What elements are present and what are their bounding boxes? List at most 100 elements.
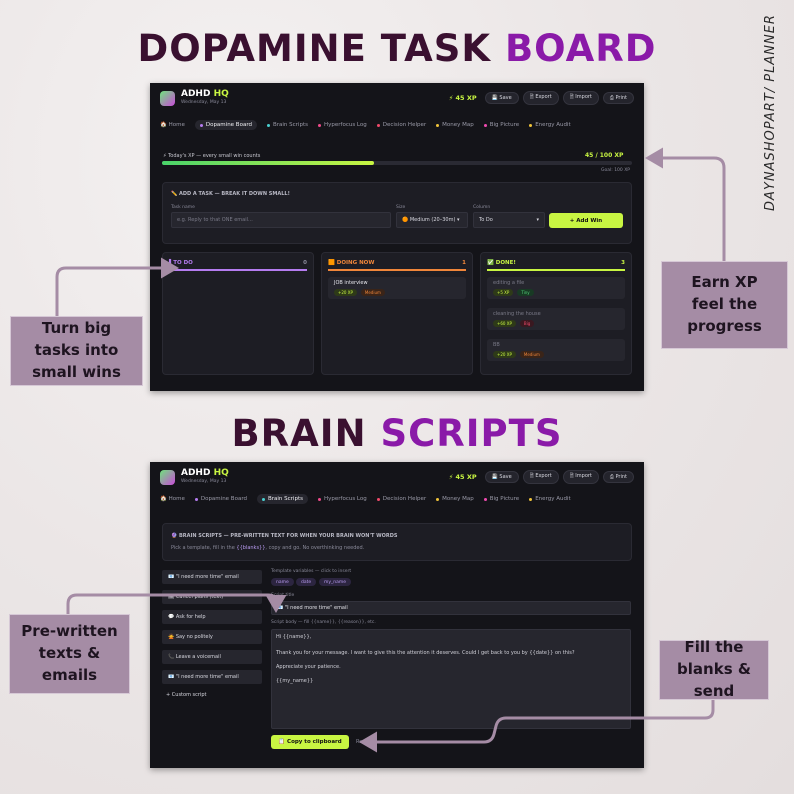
tab-decision-helper[interactable]: Decision Helper	[376, 496, 426, 502]
custom-script-button[interactable]: + Custom script	[166, 692, 207, 698]
tab-dot-icon	[529, 497, 533, 501]
xp-chip: +60 XP	[493, 320, 516, 327]
save-button[interactable]: 💾 Save	[484, 92, 519, 104]
tab-energy-audit[interactable]: Energy Audit	[529, 496, 571, 502]
tab-home[interactable]: 🏠 Home	[160, 122, 185, 128]
callout-small-wins: Turn big tasks into small wins	[10, 316, 143, 386]
column-select[interactable]: To Do▾	[473, 212, 545, 228]
var-chip[interactable]: date	[296, 578, 317, 586]
column-divider	[328, 269, 466, 271]
size-chip: Medium	[519, 351, 544, 358]
tab-brain-scripts[interactable]: Brain Scripts	[256, 494, 308, 504]
tab-money-map[interactable]: Money Map	[436, 496, 474, 502]
template-item[interactable]: 📧 "I need more time" email	[162, 570, 262, 584]
tab-dopamine-board[interactable]: Dopamine Board	[194, 120, 257, 130]
column-label: Column	[473, 205, 491, 210]
script-body-label: Script body — fill {{name}}, {{reason}},…	[271, 620, 376, 625]
xp-chip: +20 XP	[334, 289, 357, 296]
tab-dot-icon	[317, 497, 321, 501]
template-item[interactable]: 📧 "I need more time" email	[162, 670, 262, 684]
xp-progress-track	[162, 161, 632, 165]
column-divider	[487, 269, 625, 271]
body-line: Thank you for your message. I want to gi…	[276, 650, 575, 656]
app-topbar: ADHD HQ Wednesday, May 13 ⚡ 45 XP 💾 Save…	[150, 462, 644, 492]
task-name-input[interactable]: e.g. Reply to that ONE email...	[171, 212, 391, 228]
tab-brain-scripts[interactable]: Brain Scripts	[266, 122, 308, 128]
callout-prewritten: Pre-written texts & emails	[9, 614, 130, 694]
brain-scripts-heading: BRAIN SCRIPTS	[231, 412, 563, 455]
app-logo-icon	[160, 90, 175, 106]
callout-earn-xp: Earn XP feel the progress	[661, 261, 788, 349]
size-select[interactable]: 🟠 Medium (20–30m) ▾	[396, 212, 468, 228]
column-title: ▌TO DO	[169, 260, 193, 266]
export-button[interactable]: 🗎 Export	[522, 91, 559, 105]
tab-big-picture[interactable]: Big Picture	[483, 122, 519, 128]
tab-hyperfocus-log[interactable]: Hyperfocus Log	[317, 496, 367, 502]
tab-big-picture[interactable]: Big Picture	[483, 496, 519, 502]
tab-dot-icon	[266, 123, 270, 127]
xp-chip: +20 XP	[493, 351, 516, 358]
print-button[interactable]: ⎙ Print	[602, 92, 634, 104]
tab-dot-icon	[199, 123, 203, 127]
var-chip[interactable]: my_name	[319, 578, 352, 586]
template-item[interactable]: 🗓 Cancel plans (text)	[162, 590, 262, 604]
tab-money-map[interactable]: Money Map	[436, 122, 474, 128]
nav-tabs: 🏠 Home Dopamine Board Brain Scripts Hype…	[160, 493, 634, 505]
app-logo-icon	[160, 469, 175, 485]
arrow-earn-xp	[645, 147, 726, 262]
current-date: Wednesday, May 13	[181, 479, 227, 485]
column-divider	[169, 269, 307, 271]
var-chip[interactable]: name	[271, 578, 294, 586]
script-title-input[interactable]: 📧 "I need more time" email	[271, 601, 631, 615]
xp-goal: Goal: 100 XP	[601, 168, 631, 173]
column-title: 🟧 DOING NOW	[328, 260, 375, 266]
app-topbar: ADHD HQ Wednesday, May 13 ⚡ 45 XP 💾 Save…	[150, 83, 644, 113]
tab-hyperfocus-log[interactable]: Hyperfocus Log	[317, 122, 367, 128]
export-button[interactable]: 🗎 Export	[522, 470, 559, 484]
column-title: ✅ DONE!	[487, 260, 516, 266]
task-name-label: Task name	[171, 205, 195, 210]
xp-chip: +5 XP	[493, 289, 514, 296]
dopamine-board-heading: DOPAMINE TASK BOARD	[137, 27, 657, 70]
current-date: Wednesday, May 13	[181, 100, 227, 106]
tab-dot-icon	[376, 123, 380, 127]
copy-to-clipboard-button[interactable]: 📋 Copy to clipboard	[271, 735, 349, 749]
tab-dopamine-board[interactable]: Dopamine Board	[194, 496, 247, 502]
xp-progress-fill	[162, 161, 374, 165]
tab-decision-helper[interactable]: Decision Helper	[376, 122, 426, 128]
template-item[interactable]: 📞 Leave a voicemail	[162, 650, 262, 664]
tab-dot-icon	[436, 497, 440, 501]
brand: ADHD HQ Wednesday, May 13	[181, 468, 229, 485]
tab-dot-icon	[436, 123, 440, 127]
script-body-textarea[interactable]	[271, 629, 631, 729]
tab-dot-icon	[483, 123, 487, 127]
column-count: 1	[462, 260, 466, 266]
tab-dot-icon	[529, 123, 533, 127]
tab-home[interactable]: 🏠 Home	[160, 496, 185, 502]
add-win-button[interactable]: + Add Win	[549, 213, 623, 228]
add-task-panel: ✏️ ADD A TASK — BREAK IT DOWN SMALL! Tas…	[162, 182, 632, 244]
print-button[interactable]: ⎙ Print	[602, 471, 634, 483]
import-button[interactable]: 🗎 Import	[562, 91, 599, 105]
body-line: Appreciate your patience.	[276, 664, 341, 670]
column-count: 3	[621, 260, 625, 266]
tab-energy-audit[interactable]: Energy Audit	[529, 122, 571, 128]
size-chip: Big	[519, 320, 535, 327]
size-chip: Tiny	[517, 289, 534, 296]
callout-fill-blanks: Fill the blanks & send	[659, 638, 769, 700]
xp-label: ⚡ Today's XP — every small win counts	[163, 153, 261, 159]
side-credit: DAYNASHOPART/ PLANNER	[763, 14, 778, 211]
scripts-title: 🔮 BRAIN SCRIPTS — PRE-WRITTEN TEXT FOR W…	[171, 533, 398, 539]
copy-status: Ready!	[356, 739, 374, 745]
import-button[interactable]: 🗎 Import	[562, 470, 599, 484]
template-item[interactable]: 🙅 Say no politely	[162, 630, 262, 644]
save-button[interactable]: 💾 Save	[484, 471, 519, 483]
template-item[interactable]: 💬 Ask for help	[162, 610, 262, 624]
xp-value: 45 / 100 XP	[585, 152, 624, 159]
